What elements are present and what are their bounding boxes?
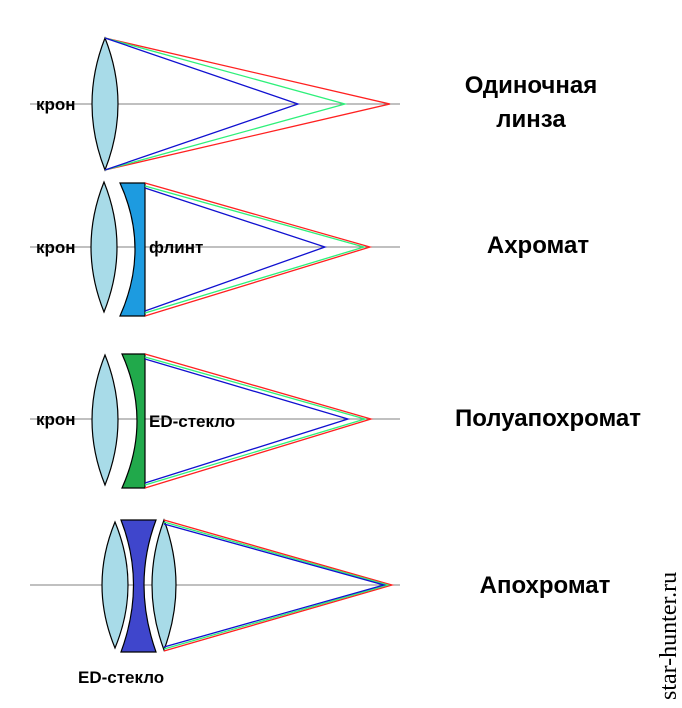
label-ed-glass: ED-стекло: [149, 412, 235, 431]
flint-lens: [119, 182, 146, 317]
ray-blue: [104, 37, 301, 171]
ray-red: [163, 519, 395, 652]
ray-blue: [144, 187, 328, 312]
ed-glass-lens: [120, 519, 157, 653]
watermark: star-hunter.ru: [656, 572, 682, 700]
title: Ахромат: [487, 232, 589, 259]
ray-green: [144, 185, 367, 314]
ray-red: [104, 37, 391, 171]
label-crown: крон: [36, 410, 76, 429]
panel-single-lens: крон Одиночная линза: [30, 36, 597, 172]
title: Полуапохромат: [455, 405, 641, 432]
crown-lens: [91, 353, 119, 487]
ray-green: [104, 37, 348, 171]
label-ed-glass: ED-стекло: [78, 668, 164, 687]
ray-red: [144, 353, 374, 489]
title-line-1: Одиночная: [465, 72, 597, 99]
panel-achromat: крон флинт Ахромат: [30, 180, 589, 317]
ray-green: [144, 356, 368, 486]
crown-lens: [91, 36, 119, 172]
crown-lens-rear: [151, 518, 177, 652]
ray-red: [144, 182, 373, 317]
panel-semi-apochromat: крон ED-стекло Полуапохромат: [30, 353, 641, 489]
label-crown: крон: [36, 238, 76, 257]
label-flint: флинт: [149, 238, 203, 257]
ray-blue: [144, 358, 351, 484]
crown-lens-front: [101, 520, 129, 650]
title-line-2: линза: [496, 106, 566, 133]
title: Апохромат: [480, 572, 611, 599]
ray-green: [163, 521, 391, 650]
label-crown: крон: [36, 95, 76, 114]
ed-glass-lens: [121, 353, 146, 489]
ray-blue: [163, 523, 387, 648]
panel-apochromat: ED-стекло Апохромат: [30, 518, 611, 687]
crown-lens: [90, 180, 118, 314]
